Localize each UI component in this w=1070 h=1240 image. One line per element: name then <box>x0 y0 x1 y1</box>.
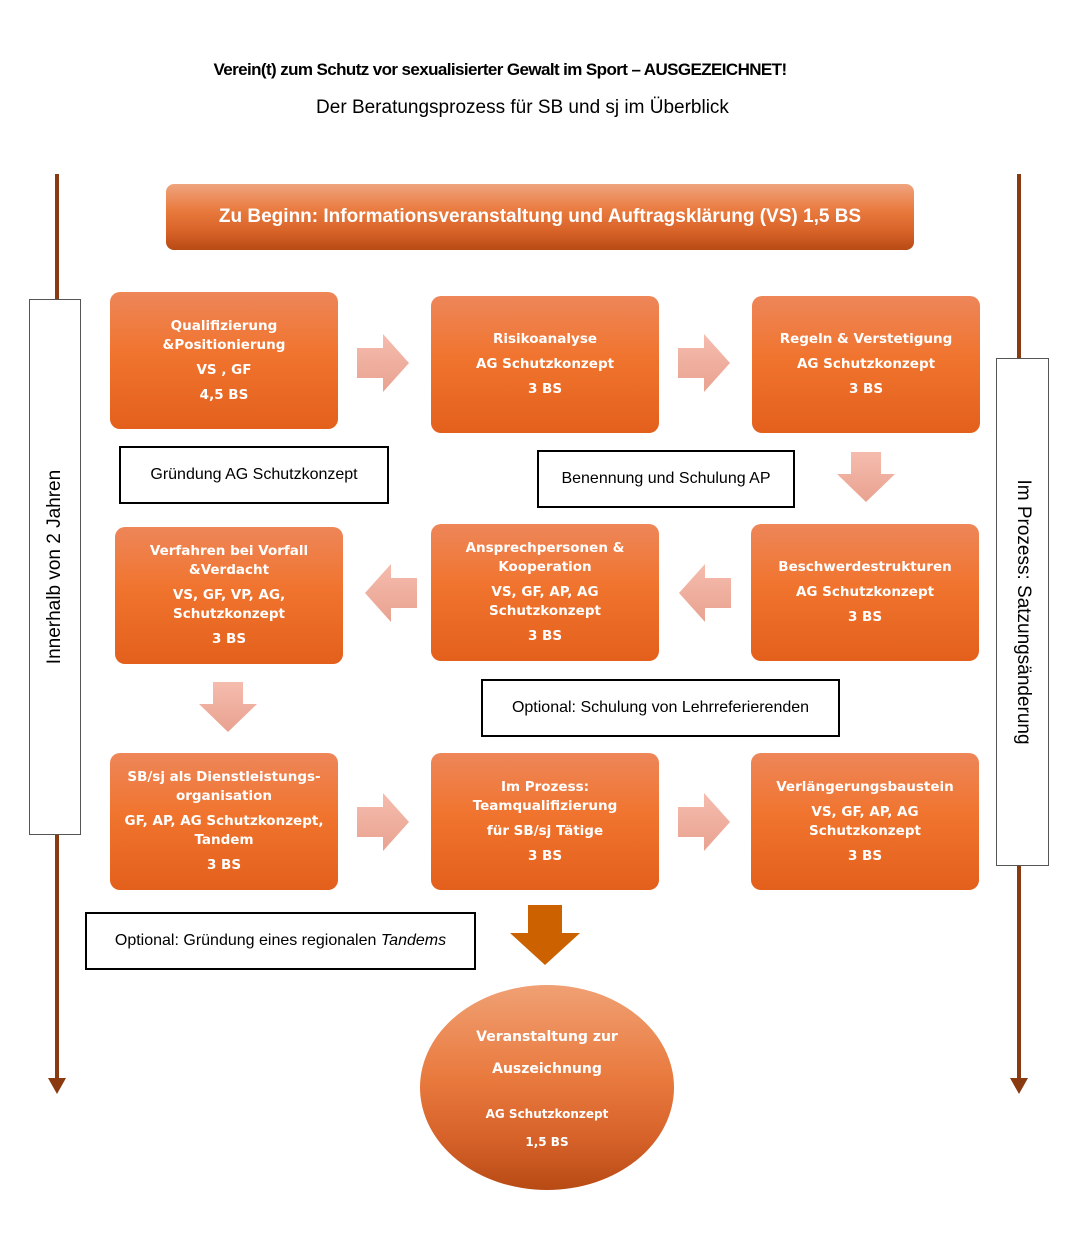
step-units: 3 BS <box>527 628 563 644</box>
intro-banner-label: Zu Beginn: Informationsveranstaltung und… <box>218 206 862 227</box>
note-benennung: Benennung und Schulung AP <box>537 450 795 508</box>
step-units: 4,5 BS <box>199 386 249 403</box>
step-title: Ansprechpersonen & Kooperation <box>466 539 625 577</box>
step-title: Verlängerungsbaustein <box>776 778 954 797</box>
step-title-line: Verfahren bei Vorfall <box>149 543 309 559</box>
step-title-line: Ansprechpersonen & <box>465 540 625 556</box>
step-title: Verfahren bei Vorfall&Verdacht <box>150 542 308 580</box>
step-roles-line: Schutzkonzept <box>489 603 601 619</box>
step-units: 3 BS <box>847 847 883 864</box>
step-units: 3 BS <box>527 847 563 864</box>
note-optional-tandem-italic: Tandems <box>380 932 447 949</box>
step-roles-line: GF, AP, AG Schutzkonzept, <box>124 813 324 829</box>
diagram-title: Verein(t) zum Schutz vor sexualisierter … <box>213 60 787 79</box>
step-roles-line: VS, GF, VP, AG, <box>172 587 286 603</box>
right-side-label: Im Prozess: Satzungsänderung <box>1012 479 1034 745</box>
note-optional-tandem-prefix: Optional: Gründung eines regionalen <box>114 932 381 949</box>
step-units: 3 BS <box>211 631 247 647</box>
step-teamqualifizierung: Im Prozess: Teamqualifizierung für SB/sj T… <box>431 753 659 890</box>
step-title: SB/sj als Dienstleistungs-organisation <box>127 768 320 806</box>
step-roles: AG Schutzkonzept <box>476 355 614 374</box>
step-roles: für SB/sj Tätige <box>487 822 603 841</box>
note-optional-tandem: Optional: Gründung eines regionalen Tand… <box>85 912 476 970</box>
step-title: Qualifizierung&Positionierung <box>163 317 286 355</box>
right-timeline-arrowhead-icon <box>1010 1078 1028 1094</box>
step-title-line: Regeln & Verstetigung <box>779 331 953 347</box>
step-units: 3 BS <box>848 381 884 397</box>
note-gruendung-text: Gründung AG Schutzkonzept <box>150 466 358 483</box>
step-title-line: SB/sj als Dienstleistungs- <box>127 769 321 785</box>
step-title-line: Beschwerdestrukturen <box>778 559 952 575</box>
diagram-subtitle: Der Beratungsprozess für SB und sj im Üb… <box>316 97 729 118</box>
arrow-left-icon <box>679 564 731 622</box>
arrow-down-icon <box>837 452 895 502</box>
step-beschwerdestrukturen: Beschwerdestrukturen AG Schutzkonzept 3 BS <box>751 524 979 661</box>
left-side-label: Innerhalb von 2 Jahren <box>44 469 65 665</box>
step-roles: VS , GF <box>196 361 251 380</box>
step-roles-line: VS, GF, AP, AG <box>811 803 919 820</box>
arrow-left-icon <box>365 564 417 622</box>
arrow-right-icon <box>357 793 409 851</box>
step-roles: GF, AP, AG Schutzkonzept, Tandem <box>125 812 324 850</box>
step-title-line: Qualifizierung <box>170 317 278 334</box>
final-title-line2: Auszeichnung <box>492 1061 602 1077</box>
final-title-line1: Veranstaltung zur <box>476 1029 618 1045</box>
step-roles: VS, GF, AP, AG Schutzkonzept <box>489 583 601 621</box>
step-units: 3 BS <box>847 609 883 625</box>
step-regeln: Regeln & Verstetigung AG Schutzkonzept 3 B… <box>752 296 980 433</box>
step-title: Risikoanalyse <box>493 330 597 349</box>
step-roles-line: AG Schutzkonzept <box>475 356 615 372</box>
step-qualifizierung: Qualifizierung&Positionierung VS , GF 4,5 … <box>110 292 338 429</box>
step-roles-line: VS, GF, AP, AG <box>491 584 599 600</box>
step-units: 3 BS <box>527 381 563 397</box>
note-optional-schulung-text: Optional: Schulung von Lehrreferierenden <box>511 699 810 716</box>
step-title-line: Risikoanalyse <box>492 331 598 347</box>
step-title-line: &Positionierung <box>162 336 286 353</box>
note-optional-tandem-text: Optional: Gründung eines regionalen Tand… <box>115 932 446 950</box>
step-title-line: organisation <box>175 788 273 804</box>
step-roles: AG Schutzkonzept <box>796 583 934 602</box>
step-roles-line: Schutzkonzept <box>173 606 285 622</box>
step-roles-line: VS , GF <box>196 361 252 378</box>
right-side-label-box: Im Prozess: Satzungsänderung <box>996 358 1049 866</box>
step-roles-line: Schutzkonzept <box>809 822 921 839</box>
step-roles-line: Tandem <box>194 832 254 848</box>
step-title: Im Prozess: Teamqualifizierung <box>473 778 618 816</box>
final-event-ellipse: Veranstaltung zur Auszeichnung AG Schutz… <box>420 985 674 1190</box>
final-units: 1,5 BS <box>525 1135 569 1149</box>
arrow-right-icon <box>357 334 409 392</box>
step-title-line: Im Prozess: <box>500 778 590 795</box>
step-title-line: Teamqualifizierung <box>472 797 618 814</box>
arrow-right-icon <box>678 334 730 392</box>
intro-banner: Zu Beginn: Informationsveranstaltung und… <box>166 184 914 250</box>
arrow-down-final-icon <box>510 905 580 965</box>
step-roles: VS, GF, AP, AG Schutzkonzept <box>809 803 921 841</box>
step-roles: AG Schutzkonzept <box>797 355 935 374</box>
step-title-line: &Verdacht <box>188 562 270 578</box>
note-benennung-text: Benennung und Schulung AP <box>561 470 771 487</box>
step-title-line: Verlängerungsbaustein <box>776 778 954 795</box>
step-roles: VS, GF, VP, AG, Schutzkonzept <box>173 586 285 624</box>
step-risikoanalyse: Risikoanalyse AG Schutzkonzept 3 BS <box>431 296 659 433</box>
step-roles-line: AG Schutzkonzept <box>795 584 935 600</box>
step-title: Regeln & Verstetigung <box>780 330 953 349</box>
note-optional-schulung: Optional: Schulung von Lehrreferierenden <box>481 679 840 737</box>
final-roles: AG Schutzkonzept <box>485 1107 609 1121</box>
note-gruendung: Gründung AG Schutzkonzept <box>119 446 389 504</box>
left-timeline-arrowhead-icon <box>48 1078 66 1094</box>
left-side-label-box: Innerhalb von 2 Jahren <box>29 299 81 835</box>
step-roles-line: AG Schutzkonzept <box>796 356 936 372</box>
step-title-line: Kooperation <box>498 559 592 575</box>
arrow-down-icon <box>199 682 257 732</box>
step-units: 3 BS <box>206 857 242 873</box>
arrow-right-icon <box>678 793 730 851</box>
step-title: Beschwerdestrukturen <box>778 558 951 577</box>
step-roles-line: für SB/sj Tätige <box>486 822 604 839</box>
